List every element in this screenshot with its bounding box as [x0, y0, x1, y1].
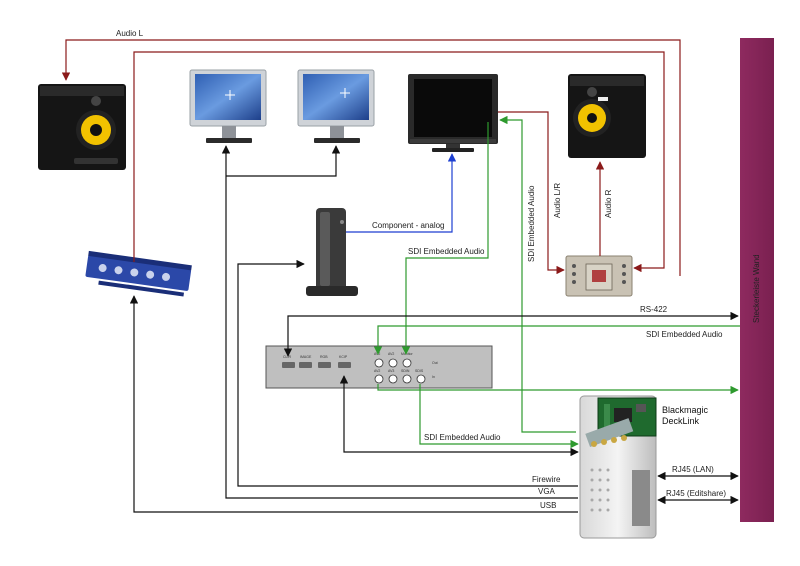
computer-monitor-1 — [189, 69, 267, 143]
decklink-label-line1: Blackmagic — [662, 405, 709, 415]
cable-firewire — [237, 259, 578, 487]
cable-component-analog — [346, 153, 457, 233]
cable-vga-branch — [226, 145, 341, 177]
cable-sdi-embedded-wall — [373, 325, 740, 355]
deck-in-label: In — [432, 375, 435, 379]
speaker-right — [568, 74, 646, 158]
label-audio-r: Audio R — [604, 189, 613, 218]
deck-port-label: Monitor — [401, 352, 414, 356]
cable-vga — [221, 145, 578, 499]
decklink-label-line2: DeckLink — [662, 416, 700, 426]
cable-usb — [129, 295, 578, 513]
label-rj45-editshare: RJ45 (Editshare) — [666, 489, 726, 498]
deck-port-label: IMAGE — [300, 355, 312, 359]
deck-port-label: SDIS — [415, 369, 424, 373]
deck-out-label: Out — [432, 361, 438, 365]
label-sdi-embedded-card: SDI Embedded Audio — [424, 433, 501, 442]
deck-port-label: SDIN — [401, 369, 410, 373]
audio-interface — [85, 250, 192, 297]
label-rs422: RS-422 — [640, 305, 668, 314]
broadcast-monitor — [408, 74, 498, 152]
cable-audio-lr — [498, 111, 565, 275]
label-vga: VGA — [538, 487, 556, 496]
cable-sdi-embedded-1 — [401, 122, 489, 355]
component-converter — [306, 208, 358, 296]
cable-rs422-card — [339, 375, 579, 457]
label-audio-l: Audio L — [116, 29, 144, 38]
cable-rs422 — [283, 311, 739, 357]
label-component: Component - analog — [372, 221, 445, 230]
label-sdi-embedded-1: SDI Embedded Audio — [408, 247, 485, 256]
deck-port-label: AV3 — [388, 369, 394, 373]
deck-port-label: CLIR — [283, 355, 291, 359]
audio-mixer — [565, 255, 633, 297]
wall-power-strip: Steckerleiste Wand — [740, 38, 774, 522]
deck-port-label: KCIP — [339, 355, 348, 359]
cable-sdi-embedded-vertical — [499, 115, 576, 433]
wall-label: Steckerleiste Wand — [752, 254, 761, 323]
cable-audio-l — [61, 39, 681, 276]
deck-port-label: AV2 — [374, 369, 380, 373]
computer-monitor-2 — [297, 69, 375, 143]
label-audio-lr: Audio L/R — [553, 183, 562, 218]
label-sdi-embedded-wall: SDI Embedded Audio — [646, 330, 723, 339]
deck-port-label: AV2 — [374, 352, 380, 356]
cable-audio-interface — [133, 51, 665, 273]
label-firewire: Firewire — [532, 475, 561, 484]
deck-port-label: AV2 — [388, 352, 394, 356]
label-usb: USB — [540, 501, 556, 510]
deck-breakout-box: CLIR IMAGE RGB KCIP AV2 AV2 Monitor Out … — [265, 345, 493, 389]
deck-port-label: RGB — [320, 355, 328, 359]
speaker-left — [38, 84, 126, 170]
label-sdi-embedded-vertical: SDI Embedded Audio — [527, 185, 536, 262]
decklink-card — [585, 397, 657, 448]
label-rj45-lan: RJ45 (LAN) — [672, 465, 714, 474]
